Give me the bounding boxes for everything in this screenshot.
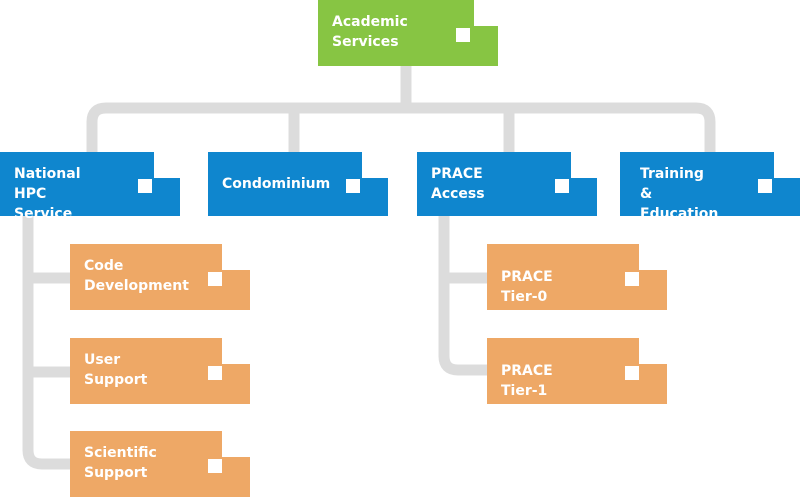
node-label: User Support [84, 352, 148, 388]
node-label: National HPC Service [14, 166, 81, 222]
node-chip-icon [138, 179, 152, 193]
node-chip-icon [555, 179, 569, 193]
node-chip-icon [625, 366, 639, 380]
node-chip-icon [208, 272, 222, 286]
node-chip-icon [346, 179, 360, 193]
node-chip-icon [758, 179, 772, 193]
node-label: PRACE Tier-1 [501, 363, 553, 399]
node-label: Condominium [222, 176, 331, 192]
node-label: Academic Services [332, 14, 408, 50]
node-label: Code Development [84, 258, 189, 294]
node-chip-icon [208, 366, 222, 380]
node-chip-icon [625, 272, 639, 286]
prace-trunk-line [438, 214, 489, 376]
node-label: Scientific Support [84, 445, 157, 481]
node-label: PRACE Access [431, 166, 485, 202]
node-label: Training & Education [640, 166, 719, 222]
node-chip-icon [208, 459, 222, 473]
node-label: PRACE Tier-0 [501, 269, 553, 305]
hpc-trunk-line [22, 214, 72, 470]
bus-line [86, 102, 716, 152]
node-chip-icon [456, 28, 470, 42]
